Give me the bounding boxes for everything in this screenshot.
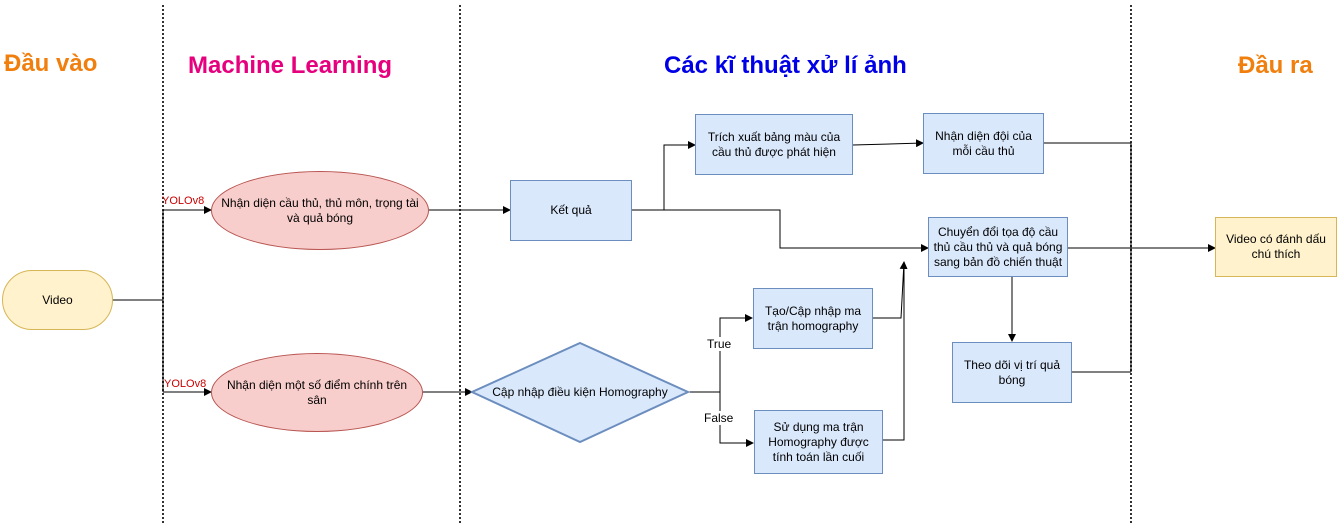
yolo-label-bottom: YOLOv8	[164, 378, 207, 390]
identify-team-node: Nhận diện đội của mỗi cầu thủ	[923, 113, 1044, 174]
edge-result-to-extract	[632, 141, 696, 211]
detect-keypoints-node: Nhận diện một số điểm chính trên sân	[211, 353, 423, 432]
result-node: Kết quả	[510, 180, 632, 241]
convert-coords-node: Chuyển đổi tọa độ cầu thủ cầu thủ và quả…	[928, 217, 1068, 277]
update-homography-label: Cập nhập điều kiện Homography	[492, 384, 668, 399]
divider-ml-ip	[459, 5, 461, 523]
extract-colors-node: Trích xuất bảng màu của cầu thủ được phá…	[695, 114, 853, 175]
edge-diamond-false	[719, 392, 754, 447]
output-video-node: Video có đánh dấu chú thích	[1215, 217, 1337, 277]
track-ball-node: Theo dõi vị trí quả bóng	[952, 342, 1072, 403]
true-branch-label: True	[707, 337, 732, 351]
header-input: Đầu vào	[4, 50, 98, 77]
header-image-processing: Các kĩ thuật xử lí ảnh	[664, 52, 907, 79]
video-input-node: Video	[2, 270, 113, 330]
edge-create-to-convert	[873, 261, 908, 319]
edge-result-to-convert	[632, 209, 929, 252]
homography-condition-diamond	[469, 341, 691, 444]
edge-diamond-true	[688, 314, 753, 393]
false-branch-label: False	[704, 411, 734, 425]
create-matrix-node: Tạo/Cập nhập ma trận homography	[753, 288, 873, 349]
header-machine-learning: Machine Learning	[188, 52, 393, 79]
header-output: Đầu ra	[1238, 52, 1313, 79]
edge-identify-to-bus	[1044, 142, 1132, 372]
edge-extract-to-identify	[852, 139, 924, 148]
edge-last-to-convert	[883, 262, 905, 441]
use-last-matrix-node: Sử dụng ma trận Homography được tính toá…	[754, 410, 883, 474]
detect-players-node: Nhận diện cầu thủ, thủ môn, trọng tài và…	[211, 171, 429, 250]
yolo-label-top: YOLOv8	[162, 195, 205, 207]
